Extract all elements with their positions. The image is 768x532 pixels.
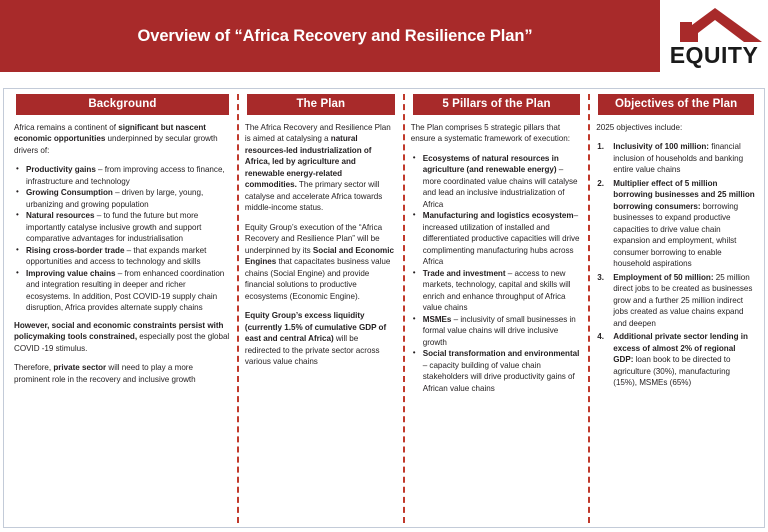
bullet-rest: – access to new markets, technology, cap… [422,268,571,313]
background-closing-2: Therefore, private sector will need to p… [14,362,230,385]
closing-1-bold: However, social and economic constraints… [14,320,224,342]
list-item: Productivity gains – from improving acce… [14,163,230,187]
column-body-the-plan: The Africa Recovery and Resilience Plan … [245,122,396,368]
bullet-rest: – to fund the future but more importantl… [26,211,202,244]
plan-p1-a: The Africa Recovery and Resilience Plan … [244,123,391,144]
column-heading-objectives: Objectives of the Plan [598,94,754,115]
bullet-lead: Improving value chains [26,268,116,278]
list-item: Additional private sector lending in exc… [596,331,755,388]
objective-rest: borrowing businesses to expand productiv… [613,201,739,269]
plan-p3-bold: Equity Group’s excess liquidity (current… [244,311,387,344]
bullet-rest: – capacity building of value chain stake… [422,360,575,393]
bullet-rest: – that expands market opportunities and … [26,245,207,267]
column-body-background: Africa remains a continent of significan… [14,122,230,385]
plan-paragraph-2: Equity Group’s execution of the “Africa … [245,222,396,302]
list-item: Manufacturing and logistics ecosystem– i… [411,209,582,267]
columns-container: Background Africa remains a continent of… [4,89,764,527]
column-heading-five-pillars: 5 Pillars of the Plan [412,94,581,115]
column-body-five-pillars: The Plan comprises 5 strategic pillars t… [411,122,582,394]
closing-1-rest: especially post the global COVID -19 sti… [14,332,230,353]
column-objectives: Objectives of the Plan 2025 objectives i… [588,92,762,525]
list-item: Rising cross-border trade – that expands… [14,244,230,268]
page-title: Overview of “Africa Recovery and Resilie… [137,26,533,45]
background-intro: Africa remains a continent of significan… [14,122,230,156]
list-item: Inclusivity of 100 million: financial in… [596,141,755,175]
pillars-intro: The Plan comprises 5 strategic pillars t… [410,123,571,144]
title-banner [0,0,660,72]
closing-2-c: will need to play a more prominent role … [14,363,196,384]
objective-rest: 25 million direct jobs to be created as … [613,272,753,328]
bullet-rest: – increased utilization of installed and… [422,211,580,267]
list-item: Trade and investment – access to new mar… [411,267,582,314]
content-frame: Background Africa remains a continent of… [3,88,765,528]
bullet-rest: – driven by large, young, urbanizing and… [26,188,204,209]
bullet-lead: Rising cross-border trade [26,245,125,255]
equity-logo: EQUITY [662,4,766,74]
bullet-lead: Natural resources [26,211,95,221]
column-background: Background Africa remains a continent of… [6,92,237,525]
objective-rest: financial inclusion of households and ba… [613,142,744,175]
list-item: Multiplier effect of 5 million borrowing… [596,178,755,270]
plan-p1-bold: natural resources-led industrialization … [244,134,372,190]
list-item: MSMEs – inclusivity of small businesses … [411,313,582,348]
objectives-numbered-list: Inclusivity of 100 million: financial in… [596,141,755,388]
closing-2-a: Therefore, [14,363,54,373]
column-five-pillars: 5 Pillars of the Plan The Plan comprises… [402,92,589,525]
plan-p3-rest: will be redirected to the private sector… [244,334,380,367]
list-item: Improving value chains – from enhanced c… [14,267,230,314]
objective-lead: Multiplier effect of 5 million borrowing… [613,178,755,211]
bullet-lead: Productivity gains [26,165,96,175]
objective-lead: Inclusivity of 100 million: [613,142,709,152]
plan-p2-a: Equity Group’s execution of the “Africa … [244,222,383,255]
closing-2-bold: private sector [53,363,107,373]
objective-lead: Employment of 50 million: [613,272,714,282]
plan-p2-c: that capacitates business value chains (… [244,257,391,301]
plan-p1-c: The primary sector will catalyse and acc… [244,180,383,213]
bullet-rest: – inclusivity of small businesses in for… [422,314,576,347]
list-item: Social transformation and environmental … [411,347,582,394]
bullet-lead: MSMEs [422,314,452,324]
objective-rest: loan book to be directed to agriculture … [613,355,731,388]
column-the-plan: The Plan The Africa Recovery and Resilie… [236,92,403,525]
plan-paragraph-3: Equity Group’s excess liquidity (current… [245,310,396,367]
background-intro-bold: significant but nascent economic opportu… [14,123,206,144]
objective-lead: Additional private sector lending in exc… [613,332,748,365]
pillars-bullet-list: Ecosystems of natural resources in agric… [411,152,582,394]
column-body-objectives: 2025 objectives include: Inclusivity of … [596,122,755,389]
list-item: Growing Consumption – driven by large, y… [14,186,230,210]
list-item: Ecosystems of natural resources in agric… [411,152,582,210]
bullet-rest: – more coordinated value chains will cat… [422,165,578,209]
bullet-lead: Manufacturing and logistics ecosystem [422,211,574,221]
house-roof-icon [680,8,762,42]
bullet-lead: Ecosystems of natural resources in agric… [422,153,559,175]
bullet-rest: – from enhanced coordination and integra… [26,268,225,313]
bullet-rest: – from improving access to finance, infr… [26,165,225,186]
background-bullet-list: Productivity gains – from improving acce… [14,163,230,314]
bullet-lead: Growing Consumption [26,188,113,198]
background-intro-a: Africa remains a continent of [14,123,119,132]
plan-paragraph-1: The Africa Recovery and Resilience Plan … [245,122,396,214]
background-intro-c: underpinned by secular growth drivers of… [14,134,218,155]
plan-p2-bold: Social and Economic Engines [244,245,394,267]
objectives-intro: 2025 objectives include: [596,123,683,132]
bullet-lead: Trade and investment [422,268,506,278]
bullet-lead: Social transformation and environmental [422,349,580,359]
column-heading-background: Background [16,94,229,115]
column-heading-the-plan: The Plan [246,94,395,115]
list-item: Natural resources – to fund the future b… [14,209,230,244]
list-item: Employment of 50 million: 25 million dir… [596,272,755,329]
background-closing-1: However, social and economic constraints… [14,320,230,354]
equity-wordmark: EQUITY [669,42,759,68]
